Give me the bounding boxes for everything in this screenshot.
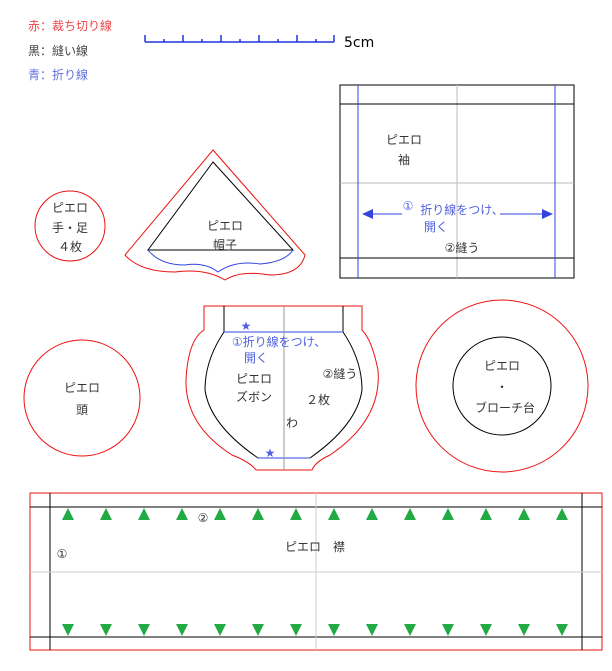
pants-label-1: ピエロ [236,372,272,386]
collar-marker-down [366,624,378,636]
sleeve-step1-num: ① [403,199,414,213]
collar-marker-down [328,624,340,636]
collar-mark-2: ② [198,511,209,525]
hands-label-2: 手・足 [52,221,88,235]
collar-marker-down [176,624,188,636]
collar-marker-down [252,624,264,636]
collar-marker-up [252,508,264,520]
hat-pattern [124,149,306,281]
pants-count: ２枚 [306,392,330,407]
collar-markers [62,508,568,636]
collar-marker-up [556,508,568,520]
pants-step1b: 開く [244,351,268,365]
collar-marker-down [138,624,150,636]
collar-marker-down [100,624,112,636]
hands-label-1: ピエロ [52,201,88,215]
head-label-1: ピエロ [64,381,100,395]
pants-pattern [185,305,379,471]
collar-marker-up [214,508,226,520]
pants-fold-mark: わ [286,416,298,430]
collar-marker-up [290,508,302,520]
sleeve-label-2: 袖 [398,152,410,167]
scale-label: 5cm [344,35,374,51]
collar-marker-up [62,508,74,520]
collar-marker-down [290,624,302,636]
collar-marker-up [366,508,378,520]
sleeve-step1: 折り線をつけ、 [420,202,503,217]
sleeve-pattern [339,84,575,279]
pants-step1: ①折り線をつけ、 [232,334,326,349]
legend-blue: 青：折り線 [28,67,88,82]
collar-marker-up [100,508,112,520]
collar-marker-down [556,624,568,636]
collar-marker-down [518,624,530,636]
collar-marker-down [480,624,492,636]
sleeve-label-1: ピエロ [386,133,422,147]
brooch-inner [452,336,552,436]
hat-label-2: 帽子 [213,237,237,252]
collar-label: ピエロ 襟 [285,539,345,554]
sleeve-step2: ②縫う [445,240,480,255]
hands-label-3: ４枚 [58,239,82,254]
legend-red: 赤：裁ち切り線 [28,18,112,33]
pants-label-2: ズボン [236,389,272,404]
head-label-2: 頭 [76,403,88,417]
pants-star-top: ★ [241,319,252,333]
brooch-label-1: ピエロ [484,359,520,373]
scale-bar [144,35,335,43]
collar-marker-up [518,508,530,520]
brooch-label-2: ブローチ台 [475,400,535,415]
sleeve-step1b: 開く [424,220,448,234]
brooch-outer [415,299,589,473]
hat-label-1: ピエロ [207,219,243,233]
pants-star-bottom: ★ [265,446,276,460]
hands-pattern [34,190,106,262]
collar-marker-down [404,624,416,636]
head-pattern [23,339,141,457]
brooch-dot: ・ [496,380,508,394]
collar-marker-up [442,508,454,520]
legend-black: 黒：縫い線 [28,43,88,58]
collar-marker-down [62,624,74,636]
collar-pattern [29,492,603,651]
collar-mark-1: ① [57,547,68,561]
collar-marker-up [138,508,150,520]
collar-marker-down [214,624,226,636]
collar-marker-up [404,508,416,520]
collar-marker-down [442,624,454,636]
pants-step2: ②縫う [323,366,358,381]
collar-marker-up [176,508,188,520]
collar-marker-up [328,508,340,520]
collar-marker-up [480,508,492,520]
